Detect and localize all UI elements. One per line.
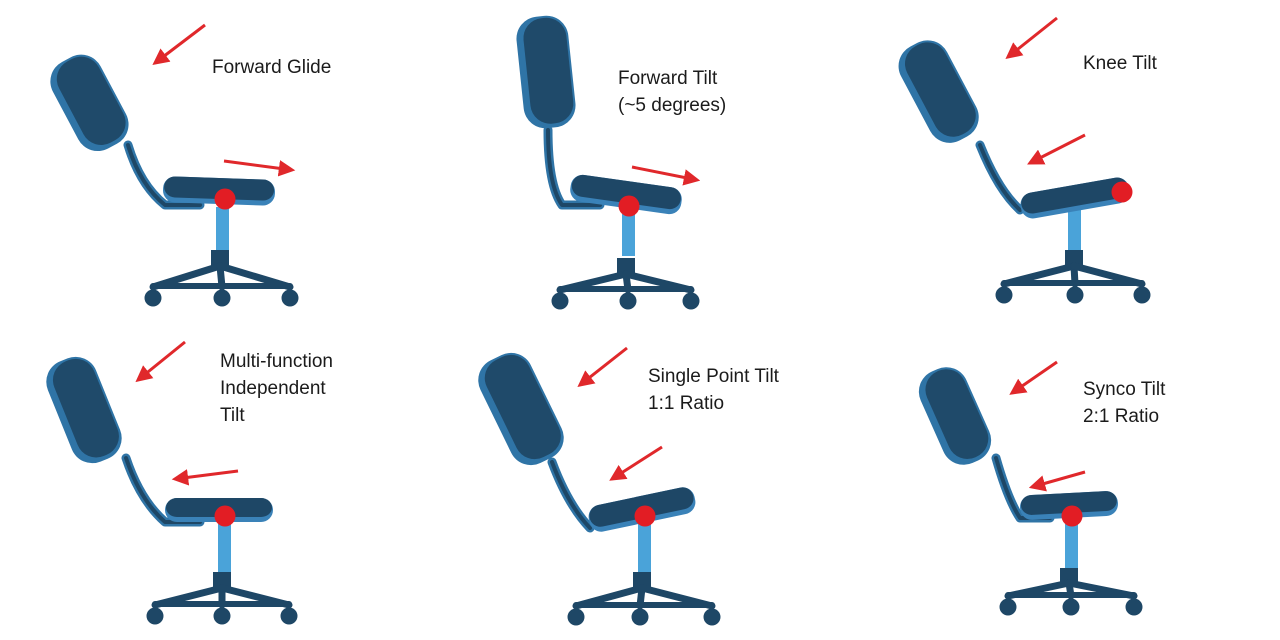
label-forward-tilt: Forward Tilt (~5 degrees) — [618, 65, 726, 119]
backrest-arrow-icon — [135, 340, 186, 383]
caster-wheel — [1125, 598, 1143, 616]
pivot-point-icon — [214, 505, 236, 527]
backrest — [516, 15, 576, 129]
chair-base — [144, 250, 299, 307]
pivot-point-icon — [1111, 181, 1133, 203]
label-line: Forward Glide — [212, 57, 332, 78]
seat — [1020, 491, 1118, 520]
label-multi-function-independent-tilt: Multi-function Independent Tilt — [220, 348, 333, 429]
office-chair-icon — [918, 367, 1143, 616]
seat-arrow-icon — [609, 445, 663, 481]
pivot-point-icon — [214, 188, 236, 210]
backrest-arrow-icon — [1005, 16, 1058, 60]
backrest-arrow-icon — [152, 23, 206, 65]
caster-wheel — [280, 607, 298, 625]
chair-forward-glide — [50, 23, 299, 307]
caster-wheel — [995, 286, 1013, 304]
label-line: Forward Tilt — [618, 68, 718, 89]
label-synco-tilt: Synco Tilt 2:1 Ratio — [1083, 376, 1165, 430]
label-single-point-tilt: Single Point Tilt 1:1 Ratio — [648, 363, 779, 417]
seat — [570, 174, 682, 215]
seat-arrow-icon — [631, 165, 701, 186]
office-chair-icon — [898, 40, 1151, 304]
chair-synco-tilt — [918, 360, 1143, 616]
caster-wheel — [999, 598, 1017, 616]
chair-base — [995, 250, 1151, 304]
office-chair-icon — [50, 54, 299, 307]
seat-arrow-icon — [171, 469, 239, 486]
seat-arrow-icon — [1028, 470, 1086, 492]
caster-wheel — [1066, 286, 1084, 304]
caster-wheel — [213, 607, 231, 625]
caster-wheel — [213, 289, 231, 307]
chair-forward-tilt — [516, 15, 701, 310]
label-forward-glide: Forward Glide — [212, 54, 331, 81]
gas-lift-post — [216, 207, 229, 253]
pivot-point-icon — [618, 195, 640, 217]
backrest — [918, 367, 992, 465]
backrest-arrow-icon — [1009, 360, 1058, 395]
label-line: (~5 degrees) — [618, 95, 727, 116]
caster-wheel — [567, 608, 585, 626]
caster-wheel — [619, 292, 637, 310]
backrest-arrow-icon — [577, 346, 628, 388]
caster-wheel — [281, 289, 299, 307]
chair-knee-tilt — [898, 16, 1151, 304]
backrest — [46, 356, 122, 464]
backrest — [50, 54, 129, 152]
chair-multi-function-independent-tilt — [46, 340, 298, 625]
caster-wheel — [682, 292, 700, 310]
label-knee-tilt: Knee Tilt — [1083, 50, 1157, 77]
seat-arrow-icon — [223, 159, 296, 177]
caster-wheel — [144, 289, 162, 307]
gas-lift-post — [1068, 207, 1081, 252]
label-line: Multi-function — [220, 351, 333, 372]
label-line: Knee Tilt — [1083, 53, 1157, 74]
pivot-point-icon — [1061, 505, 1083, 527]
gas-lift-post — [1065, 524, 1078, 568]
gas-lift-post — [638, 524, 651, 572]
chair-single-point-tilt — [478, 346, 721, 626]
office-chair-icon — [516, 15, 700, 310]
label-line: 2:1 Ratio — [1083, 406, 1160, 427]
chair-base — [999, 568, 1143, 616]
label-line: Tilt — [220, 405, 245, 426]
chair-base — [551, 258, 700, 310]
label-line: 1:1 Ratio — [648, 393, 725, 414]
caster-wheel — [703, 608, 721, 626]
label-line: Synco Tilt — [1083, 379, 1166, 400]
seat-arrow-icon — [1027, 133, 1086, 165]
caster-wheel — [146, 607, 164, 625]
gas-lift-post — [218, 524, 231, 572]
caster-wheel — [1062, 598, 1080, 616]
chair-base — [567, 572, 721, 626]
backrest — [898, 40, 979, 143]
seat — [1020, 177, 1130, 219]
pivot-point-icon — [634, 505, 656, 527]
label-line: Single Point Tilt — [648, 366, 779, 387]
caster-wheel — [631, 608, 649, 626]
gas-lift-post — [622, 214, 635, 256]
caster-wheel — [551, 292, 569, 310]
backrest — [478, 352, 564, 466]
chair-base — [146, 572, 298, 625]
caster-wheel — [1133, 286, 1151, 304]
label-line: Independent — [220, 378, 326, 399]
